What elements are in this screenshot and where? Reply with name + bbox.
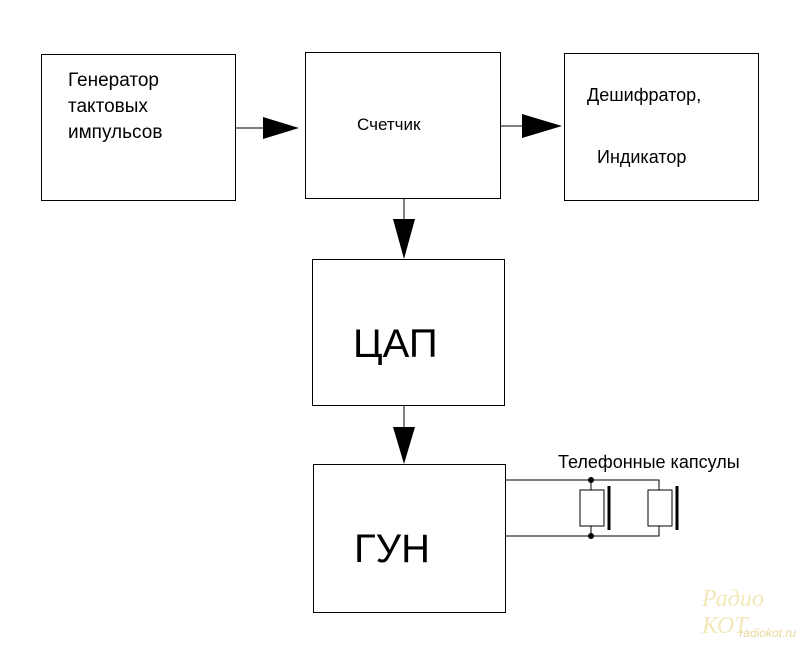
generator-label-line1: Генератор xyxy=(68,70,159,91)
dac-label: ЦАП xyxy=(353,322,438,366)
generator-label-line3: импульсов xyxy=(68,122,163,143)
wire-top xyxy=(506,479,660,490)
junction-dot-top xyxy=(588,477,594,483)
decoder-label-line2: Индикатор xyxy=(597,147,687,167)
counter-block: Счетчик xyxy=(305,52,501,199)
phone-capsule-icon xyxy=(647,486,679,530)
radiokot-watermark: Радио КОТ radiokot.ru xyxy=(702,586,798,646)
decoder-label-line1: Дешифратор, xyxy=(587,85,702,105)
arrowhead-counter-to-dac xyxy=(393,219,415,259)
dac-block: ЦАП xyxy=(312,259,505,406)
wire-bottom xyxy=(506,526,660,537)
phone-capsule-icon xyxy=(579,486,611,530)
phone-capsules-label: Телефонные капсулы xyxy=(558,452,740,472)
decoder-indicator-block: Дешифратор, Индикатор xyxy=(564,53,759,201)
arrowhead-dac-to-vco xyxy=(393,427,415,464)
clock-generator-block: Генератор тактовых импульсов xyxy=(41,54,236,201)
arrowhead-gen-to-counter xyxy=(263,117,299,139)
junction-dot-bottom xyxy=(588,533,594,539)
watermark-brand: Радио КОТ xyxy=(702,586,764,639)
generator-label-line2: тактовых xyxy=(68,96,148,117)
vco-label: ГУН xyxy=(354,527,430,571)
watermark-url: radiokot.ru xyxy=(739,626,796,640)
arrowhead-counter-to-decoder xyxy=(522,114,562,138)
counter-label: Счетчик xyxy=(357,115,421,134)
vco-block: ГУН xyxy=(313,464,506,613)
